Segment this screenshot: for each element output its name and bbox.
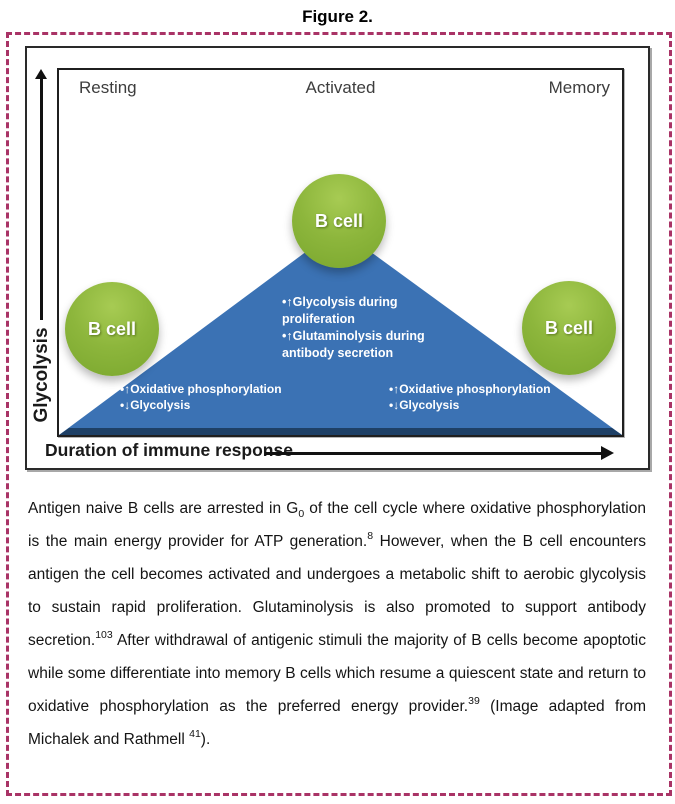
caption-text: Antigen naive B cells are arrested in G xyxy=(28,500,299,517)
y-axis-label: Glycolysis xyxy=(31,327,52,423)
caption-text: After withdrawal of antigenic stimuli th… xyxy=(28,632,646,715)
annotation-line: •↑Glycolysis during proliferation xyxy=(282,295,398,326)
annotation-line: •↑Oxidative phosphorylation xyxy=(389,382,551,396)
b-cell-memory-circle: B cell xyxy=(522,281,616,375)
caption-text: ). xyxy=(200,731,211,748)
annotation-line: •↓Glycolysis xyxy=(120,398,191,412)
annotation-line: •↑Glutaminolysis during antibody secreti… xyxy=(282,329,425,360)
metabolism-triangle xyxy=(59,228,622,435)
caption-citation: 103 xyxy=(95,628,113,641)
caption-citation: 8 xyxy=(367,529,374,542)
annotation-memory: •↑Oxidative phosphorylation •↓Glycolysis xyxy=(389,381,589,413)
y-axis-arrow-icon xyxy=(35,69,47,79)
triangle-base-edge xyxy=(59,428,622,435)
caption-subscript: 0 xyxy=(298,508,305,521)
figure-title: Figure 2. xyxy=(302,7,373,26)
diagram-outer-box: Glycolysis Resting Activated Memory B ce… xyxy=(25,46,650,470)
caption-text: (Image adapted from Michalek and Rathmel… xyxy=(28,698,646,748)
caption-citation: 39 xyxy=(468,694,480,707)
x-axis-arrow-icon xyxy=(601,446,614,460)
b-cell-resting-circle: B cell xyxy=(65,282,159,376)
caption-text: of the cell cycle where oxidative phosph… xyxy=(28,500,646,550)
annotation-line: •↑Oxidative phosphorylation xyxy=(120,382,282,396)
annotation-resting: •↑Oxidative phosphorylation •↓Glycolysis xyxy=(120,381,320,413)
stage-label-activated: Activated xyxy=(305,78,376,97)
b-cell-activated-circle: B cell xyxy=(292,174,386,268)
dashed-border-frame xyxy=(6,32,672,796)
annotation-line: •↓Glycolysis xyxy=(389,398,460,412)
stage-label-memory: Memory xyxy=(548,78,610,97)
triangle-shape xyxy=(59,228,622,435)
x-axis-line xyxy=(265,452,605,455)
stage-label-resting: Resting xyxy=(79,78,137,97)
diagram-plot-area: Resting Activated Memory B cell B cell B… xyxy=(57,68,624,437)
caption-citation: 41 xyxy=(189,727,201,740)
y-axis-line xyxy=(40,78,43,320)
annotation-activated: •↑Glycolysis during proliferation •↑Glut… xyxy=(282,294,450,362)
figure-caption: Antigen naive B cells are arrested in G0… xyxy=(28,492,646,756)
x-axis-label: Duration of immune response xyxy=(45,440,293,460)
caption-text: However, when the B cell encounters anti… xyxy=(28,533,646,649)
